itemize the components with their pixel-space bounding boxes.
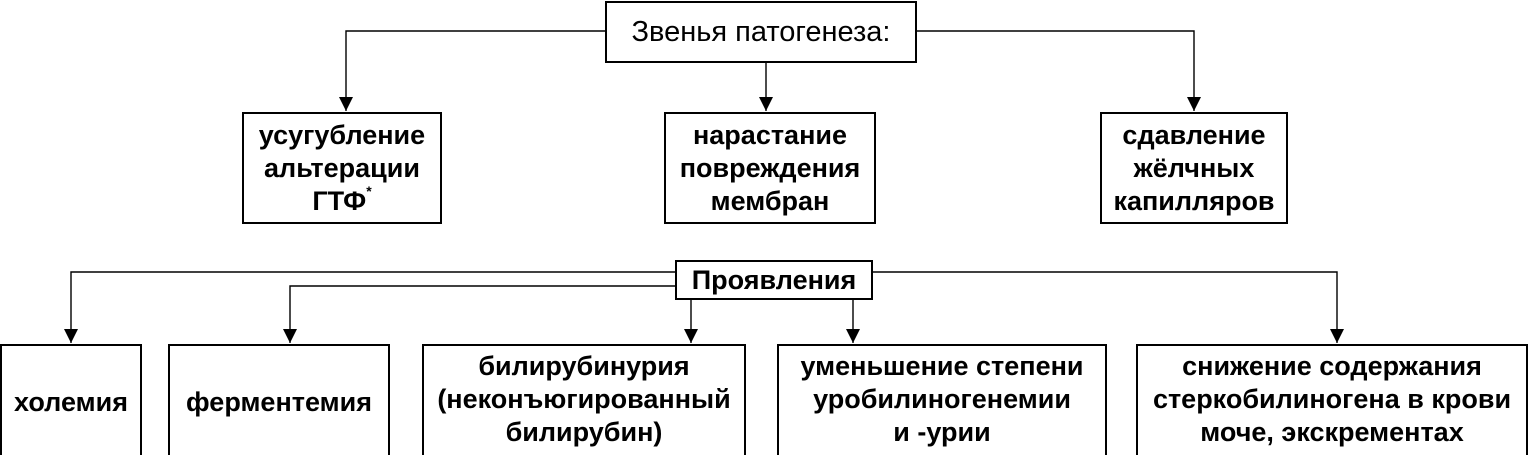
connector-to-alteration (339, 30, 606, 111)
item-stercobilinogen-line-1: снижение содержания (1182, 351, 1482, 381)
pathogenesis-title: Звенья патогенеза: (631, 15, 891, 48)
item-bilirubinuria-line-1: билирубинурия (478, 351, 690, 381)
item-urobilinogen: уменьшение степени уробилиногенемии и -у… (777, 344, 1107, 455)
link-capillaries-line-1: сдавление (1122, 119, 1266, 150)
item-urobilinogen-line-2: уробилиногенемии (813, 384, 1071, 414)
pathogenesis-title-box: Звенья патогенеза: (605, 1, 917, 63)
manifestations-title: Проявления (691, 264, 857, 295)
item-stercobilinogen-line-2: стеркобилиногена в крови (1152, 384, 1512, 414)
item-urobilinogen-line-3: и -урии (893, 417, 991, 447)
item-stercobilinogen-line-3: моче, экскрементах (1200, 417, 1464, 447)
item-cholemia-line-1: холемия (14, 386, 128, 417)
link-capillaries: сдавление жёлчных капилляров (1100, 112, 1288, 224)
connector-to-capillaries (916, 30, 1201, 111)
item-fermentemia-line-1: ферментемия (186, 386, 372, 417)
footnote-mark: * (366, 182, 372, 199)
link-membranes-line-2: повреждения (679, 152, 861, 183)
link-membranes-line-1: нарастание (692, 119, 847, 150)
item-bilirubinuria-line-2: (неконъюгированный (437, 384, 731, 414)
manifestations-title-box: Проявления (675, 260, 873, 300)
connector-to-stercobilinogen (872, 271, 1344, 343)
connector-to-fermentemia (283, 285, 676, 343)
link-membranes-line-3: мембран (710, 185, 830, 216)
link-alteration-line-3-text: ГТФ (312, 185, 367, 216)
link-alteration-line-1: усугубление (258, 119, 426, 150)
item-bilirubinuria: билирубинурия (неконъюгированный билируб… (422, 344, 746, 455)
link-capillaries-line-2: жёлчных (1133, 152, 1255, 183)
link-alteration-line-3: ГТФ* (312, 182, 372, 218)
link-capillaries-line-3: капилляров (1113, 185, 1275, 216)
link-alteration-line-2: альтерации (264, 152, 420, 183)
item-fermentemia: ферментемия (168, 344, 390, 455)
item-bilirubinuria-line-3: билирубин) (505, 417, 663, 447)
item-urobilinogen-line-1: уменьшение степени (800, 351, 1084, 381)
item-stercobilinogen: снижение содержания стеркобилиногена в к… (1136, 344, 1528, 455)
item-cholemia: холемия (0, 344, 142, 455)
link-alteration: усугубление альтерации ГТФ* (242, 112, 442, 224)
connector-to-cholemia (64, 271, 676, 343)
link-membranes: нарастание повреждения мембран (664, 112, 876, 224)
